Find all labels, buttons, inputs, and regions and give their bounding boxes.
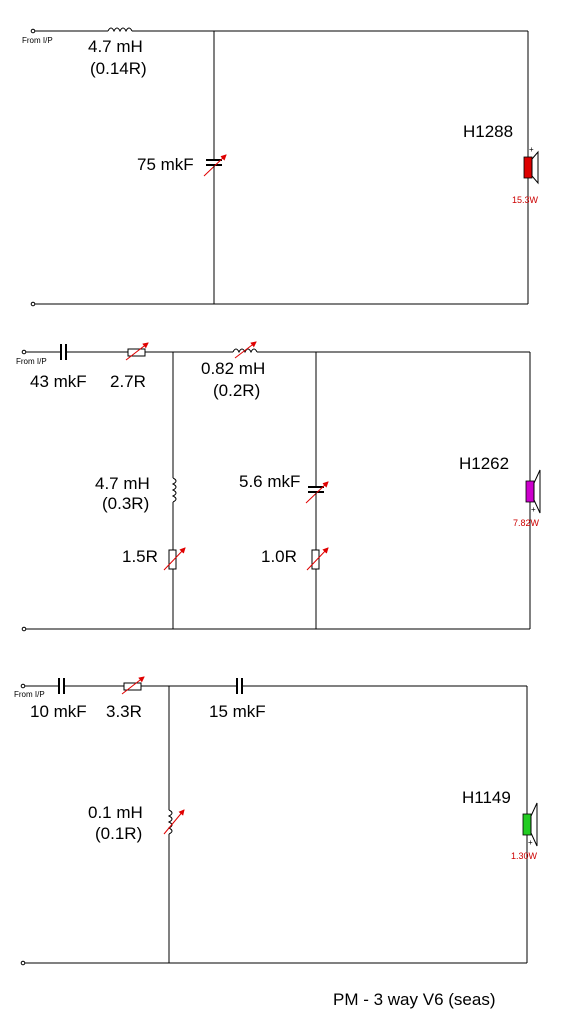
polarity-mark: + xyxy=(529,145,534,154)
adjust-arrow-icon xyxy=(125,342,149,361)
terminal-icon xyxy=(21,349,27,355)
adjust-arrow-icon xyxy=(305,481,329,504)
driver-body xyxy=(522,813,532,836)
speaker-icon xyxy=(522,802,538,847)
capacitor-value: 10 mkF xyxy=(30,702,87,721)
capacitor-icon xyxy=(58,678,65,694)
speaker-icon xyxy=(525,469,541,514)
inductor-value: 0.82 mH xyxy=(201,359,265,378)
adjust-arrow-icon xyxy=(234,341,257,359)
section-2: From I/P 43 mkF 2.7R 0.82 mH (0.2R) 4.7 … xyxy=(16,341,541,632)
driver-power: 15.3W xyxy=(512,195,539,205)
terminal-icon xyxy=(20,960,26,966)
resistor-icon xyxy=(168,549,177,570)
section-3: From I/P 10 mkF 3.3R 15 mkF 0.1 mH (0.1R… xyxy=(14,676,538,966)
inductor-resistance: (0.1R) xyxy=(95,824,142,843)
adjust-arrow-icon xyxy=(163,547,186,571)
driver-body xyxy=(523,156,533,179)
resistor-icon xyxy=(311,549,320,570)
resistor-value: 1.5R xyxy=(122,547,158,566)
speaker-icon xyxy=(523,150,539,185)
capacitor-value: 43 mkF xyxy=(30,372,87,391)
inductor-icon xyxy=(171,477,177,503)
inductor-resistance: (0.14R) xyxy=(90,59,147,78)
resistor-value: 3.3R xyxy=(106,702,142,721)
adjust-arrow-icon xyxy=(121,676,145,695)
terminal-icon xyxy=(21,626,27,632)
schematic-title: PM - 3 way V6 (seas) xyxy=(333,990,496,1009)
inductor-value: 0.1 mH xyxy=(88,803,143,822)
resistor-value: 2.7R xyxy=(110,372,146,391)
inductor-icon xyxy=(232,348,258,354)
capacitor-icon xyxy=(60,344,67,360)
capacitor-value: 5.6 mkF xyxy=(239,472,300,491)
inductor-icon xyxy=(107,27,133,33)
driver-name: H1149 xyxy=(462,788,511,807)
inductor-resistance: (0.3R) xyxy=(102,494,149,513)
adjust-arrow-icon xyxy=(163,809,185,835)
terminal-icon xyxy=(30,301,36,307)
terminal-icon xyxy=(30,28,36,34)
capacitor-value: 75 mkF xyxy=(137,155,194,174)
inductor-value: 4.7 mH xyxy=(88,37,143,56)
adjust-arrow-icon xyxy=(203,154,227,177)
driver-name: H1288 xyxy=(463,122,513,141)
driver-name: H1262 xyxy=(459,454,509,473)
driver-power: 7.82W xyxy=(513,518,540,528)
adjust-arrow-icon xyxy=(306,547,329,571)
input-label: From I/P xyxy=(16,357,47,366)
input-label: From I/P xyxy=(14,690,45,699)
capacitor-value: 15 mkF xyxy=(209,702,266,721)
resistor-value: 1.0R xyxy=(261,547,297,566)
terminal-icon xyxy=(20,683,26,689)
polarity-mark: + xyxy=(528,838,533,847)
inductor-resistance: (0.2R) xyxy=(213,381,260,400)
driver-power: 1.30W xyxy=(511,851,538,861)
inductor-value: 4.7 mH xyxy=(95,474,150,493)
inductor-icon xyxy=(167,809,173,835)
capacitor-icon xyxy=(236,678,243,694)
input-label: From I/P xyxy=(22,36,53,45)
driver-body xyxy=(525,480,535,503)
polarity-mark: + xyxy=(531,505,536,514)
section-1: From I/P 4.7 mH (0.14R) 75 mkF + H1288 1… xyxy=(22,27,539,307)
